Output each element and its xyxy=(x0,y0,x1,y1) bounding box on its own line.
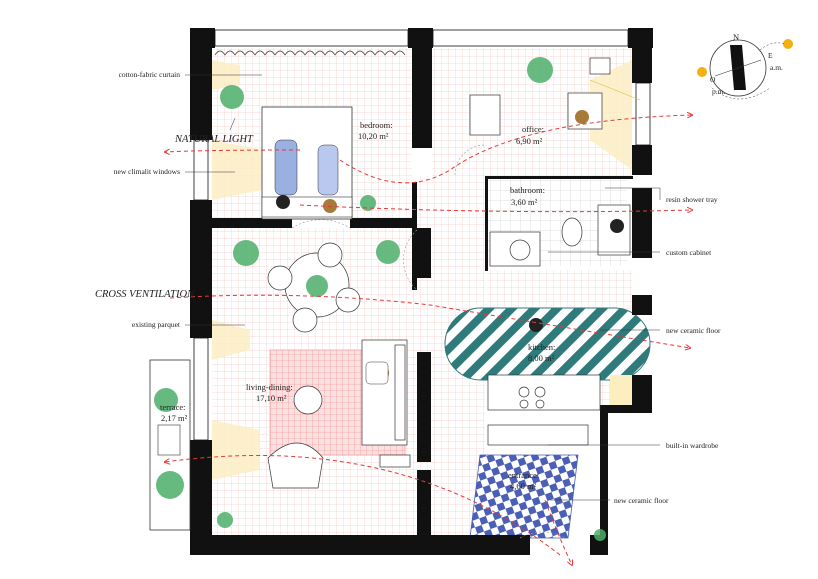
kitchen-area: 8,00 m² xyxy=(528,353,555,363)
entrance-area: 4,60 m² xyxy=(510,481,537,491)
cabinet-label: custom cabinet xyxy=(666,248,712,257)
bathroom-name: bathroom: xyxy=(510,185,545,195)
curtain xyxy=(214,50,406,56)
bathroom-fixtures xyxy=(489,204,631,267)
rays xyxy=(589,79,641,101)
shower-label: resin shower tray xyxy=(666,195,718,204)
entrance-floor-label: new ceramic floor xyxy=(614,496,669,505)
kitchen-counters xyxy=(487,374,601,411)
office-area: 6,90 m² xyxy=(516,136,543,146)
door-swings xyxy=(291,144,566,539)
walls xyxy=(190,28,653,555)
curtain-label: cotton-fabric curtain xyxy=(119,70,181,79)
compass xyxy=(697,39,793,100)
compass-pm: p.m. xyxy=(712,87,725,96)
living-area: 17,10 m² xyxy=(256,393,287,403)
plants xyxy=(154,57,606,541)
wardrobe-label: built-in wardrobe xyxy=(666,441,719,450)
kitchen-floor-label: new ceramic floor xyxy=(666,326,721,335)
living-name: living-dining: xyxy=(246,382,293,392)
compass-north: N xyxy=(733,32,739,42)
kitchen-floor xyxy=(444,307,651,405)
leader-lines xyxy=(185,74,661,501)
terrace-name: terrace: xyxy=(160,402,185,412)
windows-label: new climalit windows xyxy=(114,167,180,176)
compass-east: E xyxy=(768,51,773,60)
wardrobe xyxy=(487,424,589,446)
bathroom-area: 3,60 m² xyxy=(511,197,538,207)
entrance-name: entrance: xyxy=(508,470,539,480)
sofa xyxy=(361,339,408,446)
cross-ventilation-label: CROSS VENTILATION xyxy=(95,289,195,300)
compass-west: O xyxy=(710,75,716,84)
labels: cotton-fabric curtain NATURAL LIGHT new … xyxy=(95,32,783,505)
windows xyxy=(193,29,651,441)
office-name: office: xyxy=(522,124,544,134)
entrance-floor xyxy=(469,454,579,539)
kitchen-name: kitchen: xyxy=(528,342,555,352)
natural-light-label: NATURAL LIGHT xyxy=(174,134,254,145)
bedroom-area: 10,20 m² xyxy=(358,131,389,141)
ventilation-arrows xyxy=(165,115,692,565)
light-wedges xyxy=(212,60,632,480)
parquet-label: existing parquet xyxy=(132,320,181,329)
terrace xyxy=(149,359,191,531)
dining-table xyxy=(267,242,361,333)
terrace-area: 2,17 m² xyxy=(161,413,188,423)
armchair xyxy=(267,385,411,489)
compass-am: a.m. xyxy=(770,63,783,72)
bedroom-name: bedroom: xyxy=(360,120,393,130)
